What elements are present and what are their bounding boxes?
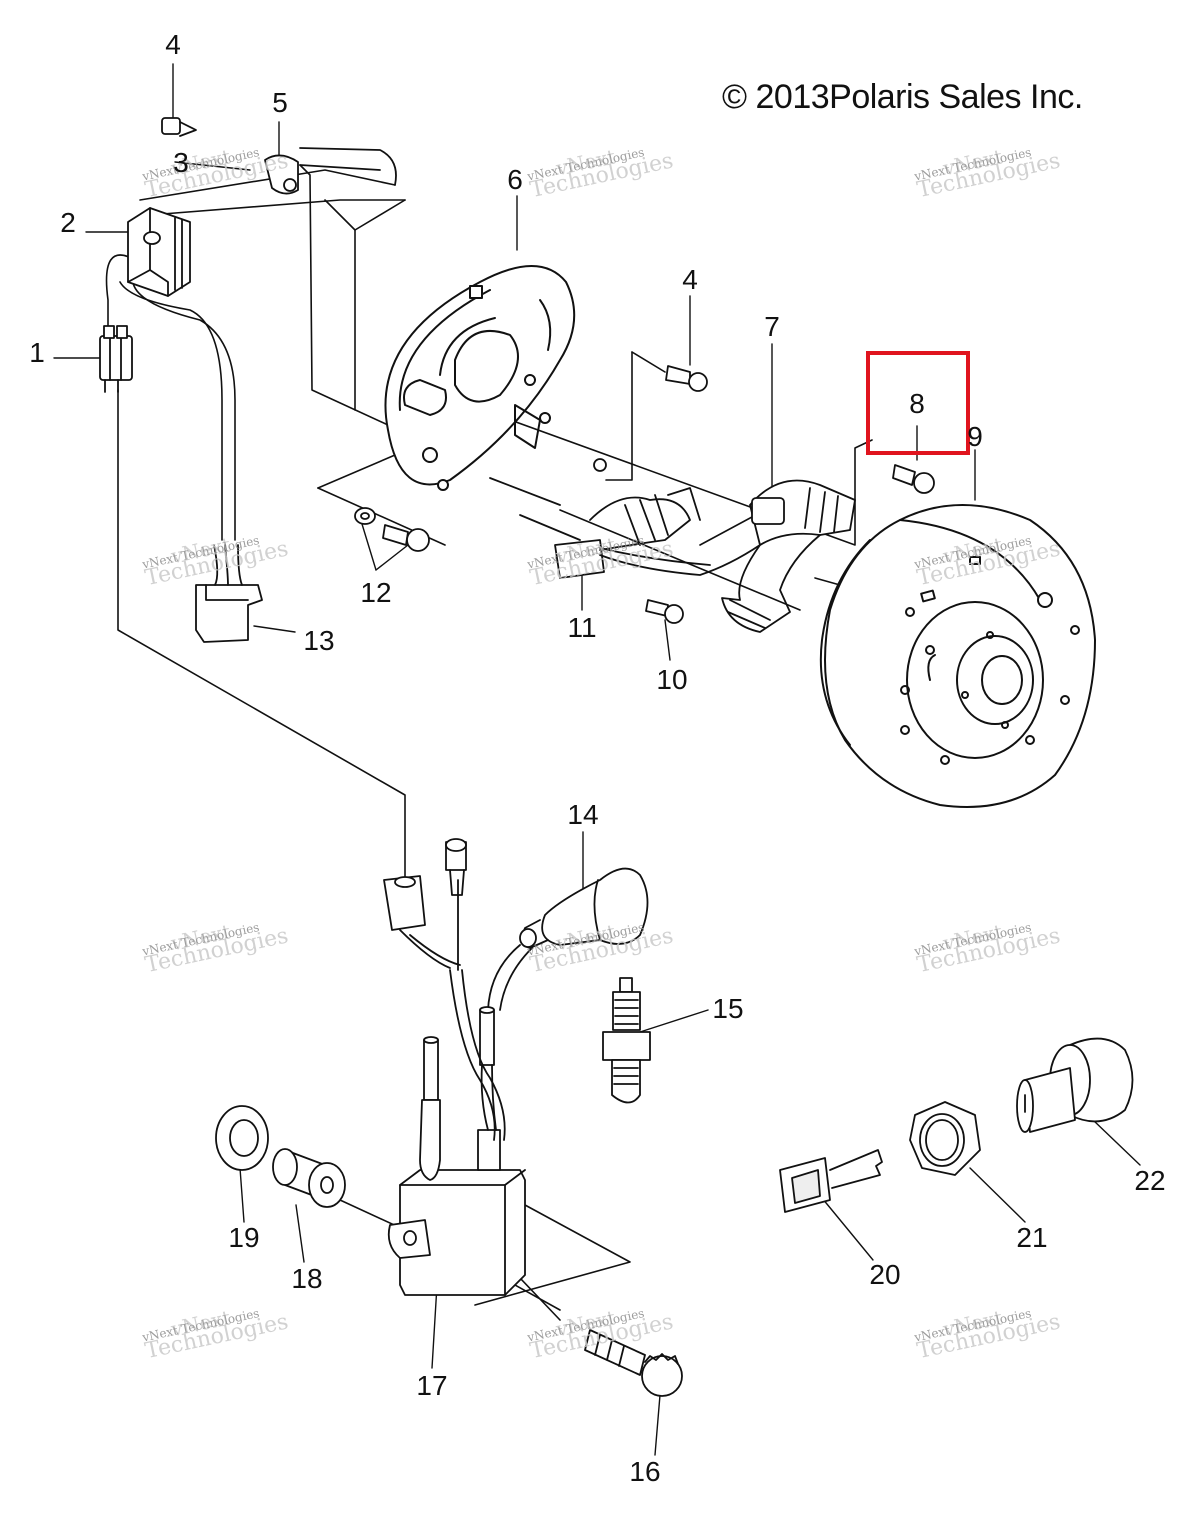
callout-4-top[interactable]: 4 xyxy=(165,29,181,60)
callout-10[interactable]: 10 xyxy=(656,664,688,695)
callout-9[interactable]: 9 xyxy=(967,421,983,452)
part-21-nut xyxy=(909,1101,981,1176)
callout-1[interactable]: 1 xyxy=(29,337,45,368)
part-16-bolt xyxy=(584,1329,683,1397)
part-4-bolt-top xyxy=(161,117,197,137)
part-12-washer-bolt xyxy=(354,507,430,552)
callout-14[interactable]: 14 xyxy=(567,799,599,830)
callout-6[interactable]: 6 xyxy=(507,164,523,195)
callout-3[interactable]: 3 xyxy=(173,147,189,178)
part-6-stator-plate xyxy=(384,265,576,491)
part-11-pickup-coil xyxy=(489,458,761,579)
part-13-connector xyxy=(195,544,263,643)
part-15-spark-plug xyxy=(602,977,651,1104)
callout-2[interactable]: 2 xyxy=(60,207,76,238)
part-14-spark-plug-cap xyxy=(487,867,649,1011)
leader-lines xyxy=(53,63,1141,1456)
callout-19[interactable]: 19 xyxy=(228,1222,260,1253)
selected-part-highlight xyxy=(866,351,970,455)
part-19-washer xyxy=(215,1105,269,1171)
part-18-spacer xyxy=(272,1148,346,1208)
callout-7[interactable]: 7 xyxy=(764,311,780,342)
callout-17[interactable]: 17 xyxy=(416,1370,448,1401)
callout-21[interactable]: 21 xyxy=(1016,1222,1048,1253)
part-10-screw xyxy=(645,599,684,624)
part-4-bolt-right xyxy=(665,365,708,392)
callout-16[interactable]: 16 xyxy=(629,1456,661,1487)
part-8-bolt xyxy=(892,464,935,494)
callout-12[interactable]: 12 xyxy=(360,577,392,608)
part-5-clamp xyxy=(264,147,397,195)
callout-15[interactable]: 15 xyxy=(712,993,744,1024)
copyright-notice: © 2013Polaris Sales Inc. xyxy=(722,78,1083,116)
part-22-tool xyxy=(1016,1037,1134,1133)
part-17-cdi-box xyxy=(383,838,526,1296)
callout-13[interactable]: 13 xyxy=(303,625,335,656)
part-20-key xyxy=(779,1149,883,1213)
callout-18[interactable]: 18 xyxy=(291,1263,323,1294)
callout-22[interactable]: 22 xyxy=(1134,1165,1166,1196)
part-7-exciter-coil xyxy=(721,479,856,633)
callout-20[interactable]: 20 xyxy=(869,1259,901,1290)
part-2-grommet xyxy=(127,207,191,297)
callout-4-right[interactable]: 4 xyxy=(682,264,698,295)
callout-8[interactable]: 8 xyxy=(909,388,925,419)
part-9-flywheel xyxy=(819,504,1096,808)
part-1-connector xyxy=(99,325,133,393)
callout-11[interactable]: 11 xyxy=(567,612,597,643)
callout-5[interactable]: 5 xyxy=(272,87,288,118)
